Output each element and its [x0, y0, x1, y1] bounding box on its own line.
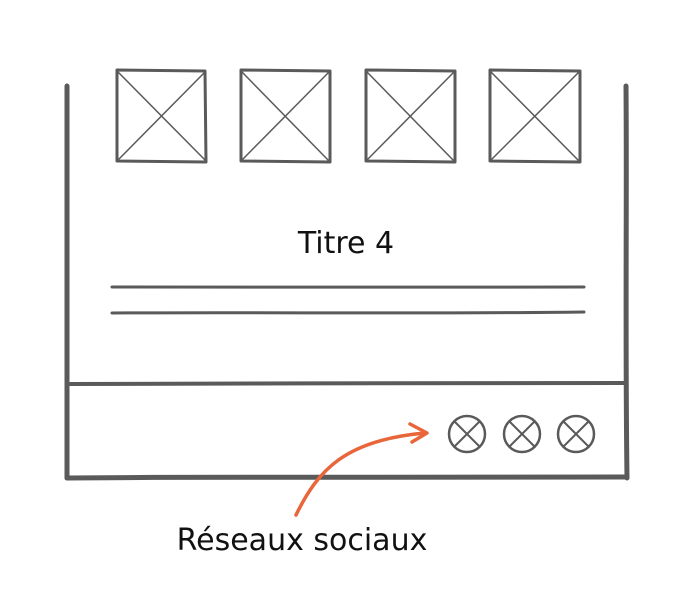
page-frame: [64, 83, 630, 481]
body-text-lines: [110, 285, 586, 315]
image-placeholder-icon[interactable]: [239, 68, 332, 164]
image-placeholder-icon[interactable]: [364, 68, 457, 164]
social-placeholder-icon[interactable]: [447, 414, 487, 454]
text-line: [110, 285, 586, 289]
social-placeholder-icon[interactable]: [556, 414, 596, 454]
image-placeholder-icon[interactable]: [488, 68, 582, 164]
heading-text: Titre 4: [297, 226, 394, 261]
annotation-label: Réseaux sociaux: [177, 523, 428, 558]
image-placeholder-icon[interactable]: [115, 68, 208, 164]
text-line: [110, 310, 586, 315]
social-placeholder-icon[interactable]: [502, 414, 542, 454]
annotation-arrow: [294, 422, 429, 517]
social-icons: [447, 414, 596, 454]
footer-divider: [67, 381, 626, 386]
image-gallery: [115, 68, 582, 164]
